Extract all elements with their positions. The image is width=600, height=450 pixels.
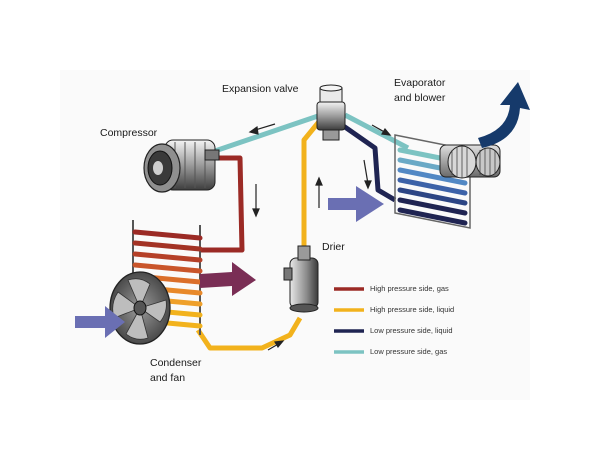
label-condenser-line2: and fan (150, 372, 186, 384)
legend-swatches (334, 287, 364, 354)
legend-label-high-liquid: High pressure side, liquid (370, 305, 455, 314)
pipe-liquid-line-lower (195, 316, 303, 351)
airflow-into-evaporator-arrow (328, 186, 384, 222)
flow-arrows (248, 123, 392, 351)
background-panel (60, 70, 530, 400)
label-compressor: Compressor (100, 127, 158, 139)
pipe-evaporator-inlet (340, 122, 397, 203)
pipe-liquid-line-upper (301, 116, 324, 255)
label-drier: Drier (322, 241, 345, 253)
legend-label-low-liquid: Low pressure side, liquid (370, 326, 453, 335)
airflow-hot-exhaust-arrow (200, 262, 256, 296)
condenser-fan-illustration (109, 271, 171, 345)
label-condenser-line1: Condenser (150, 357, 202, 369)
label-evaporator-line2: and blower (394, 92, 446, 104)
pipe-suction-line (211, 113, 319, 155)
airflow-into-condenser-arrow (75, 306, 125, 338)
compressor-illustration (143, 139, 220, 193)
legend-label-high-gas: High pressure side, gas (370, 284, 449, 293)
blower-illustration (439, 144, 501, 179)
airflow-cool-output-arrow (478, 82, 530, 148)
label-expansion-valve: Expansion valve (222, 83, 299, 95)
label-evaporator-line1: Evaporator (394, 77, 446, 89)
expansion-valve-illustration (316, 84, 346, 141)
evaporator-illustration (394, 134, 471, 229)
pipe-evaporator-outlet (343, 112, 410, 151)
pipe-discharge-line (200, 155, 245, 253)
drier-illustration (283, 245, 319, 313)
legend-label-low-gas: Low pressure side, gas (370, 347, 448, 356)
